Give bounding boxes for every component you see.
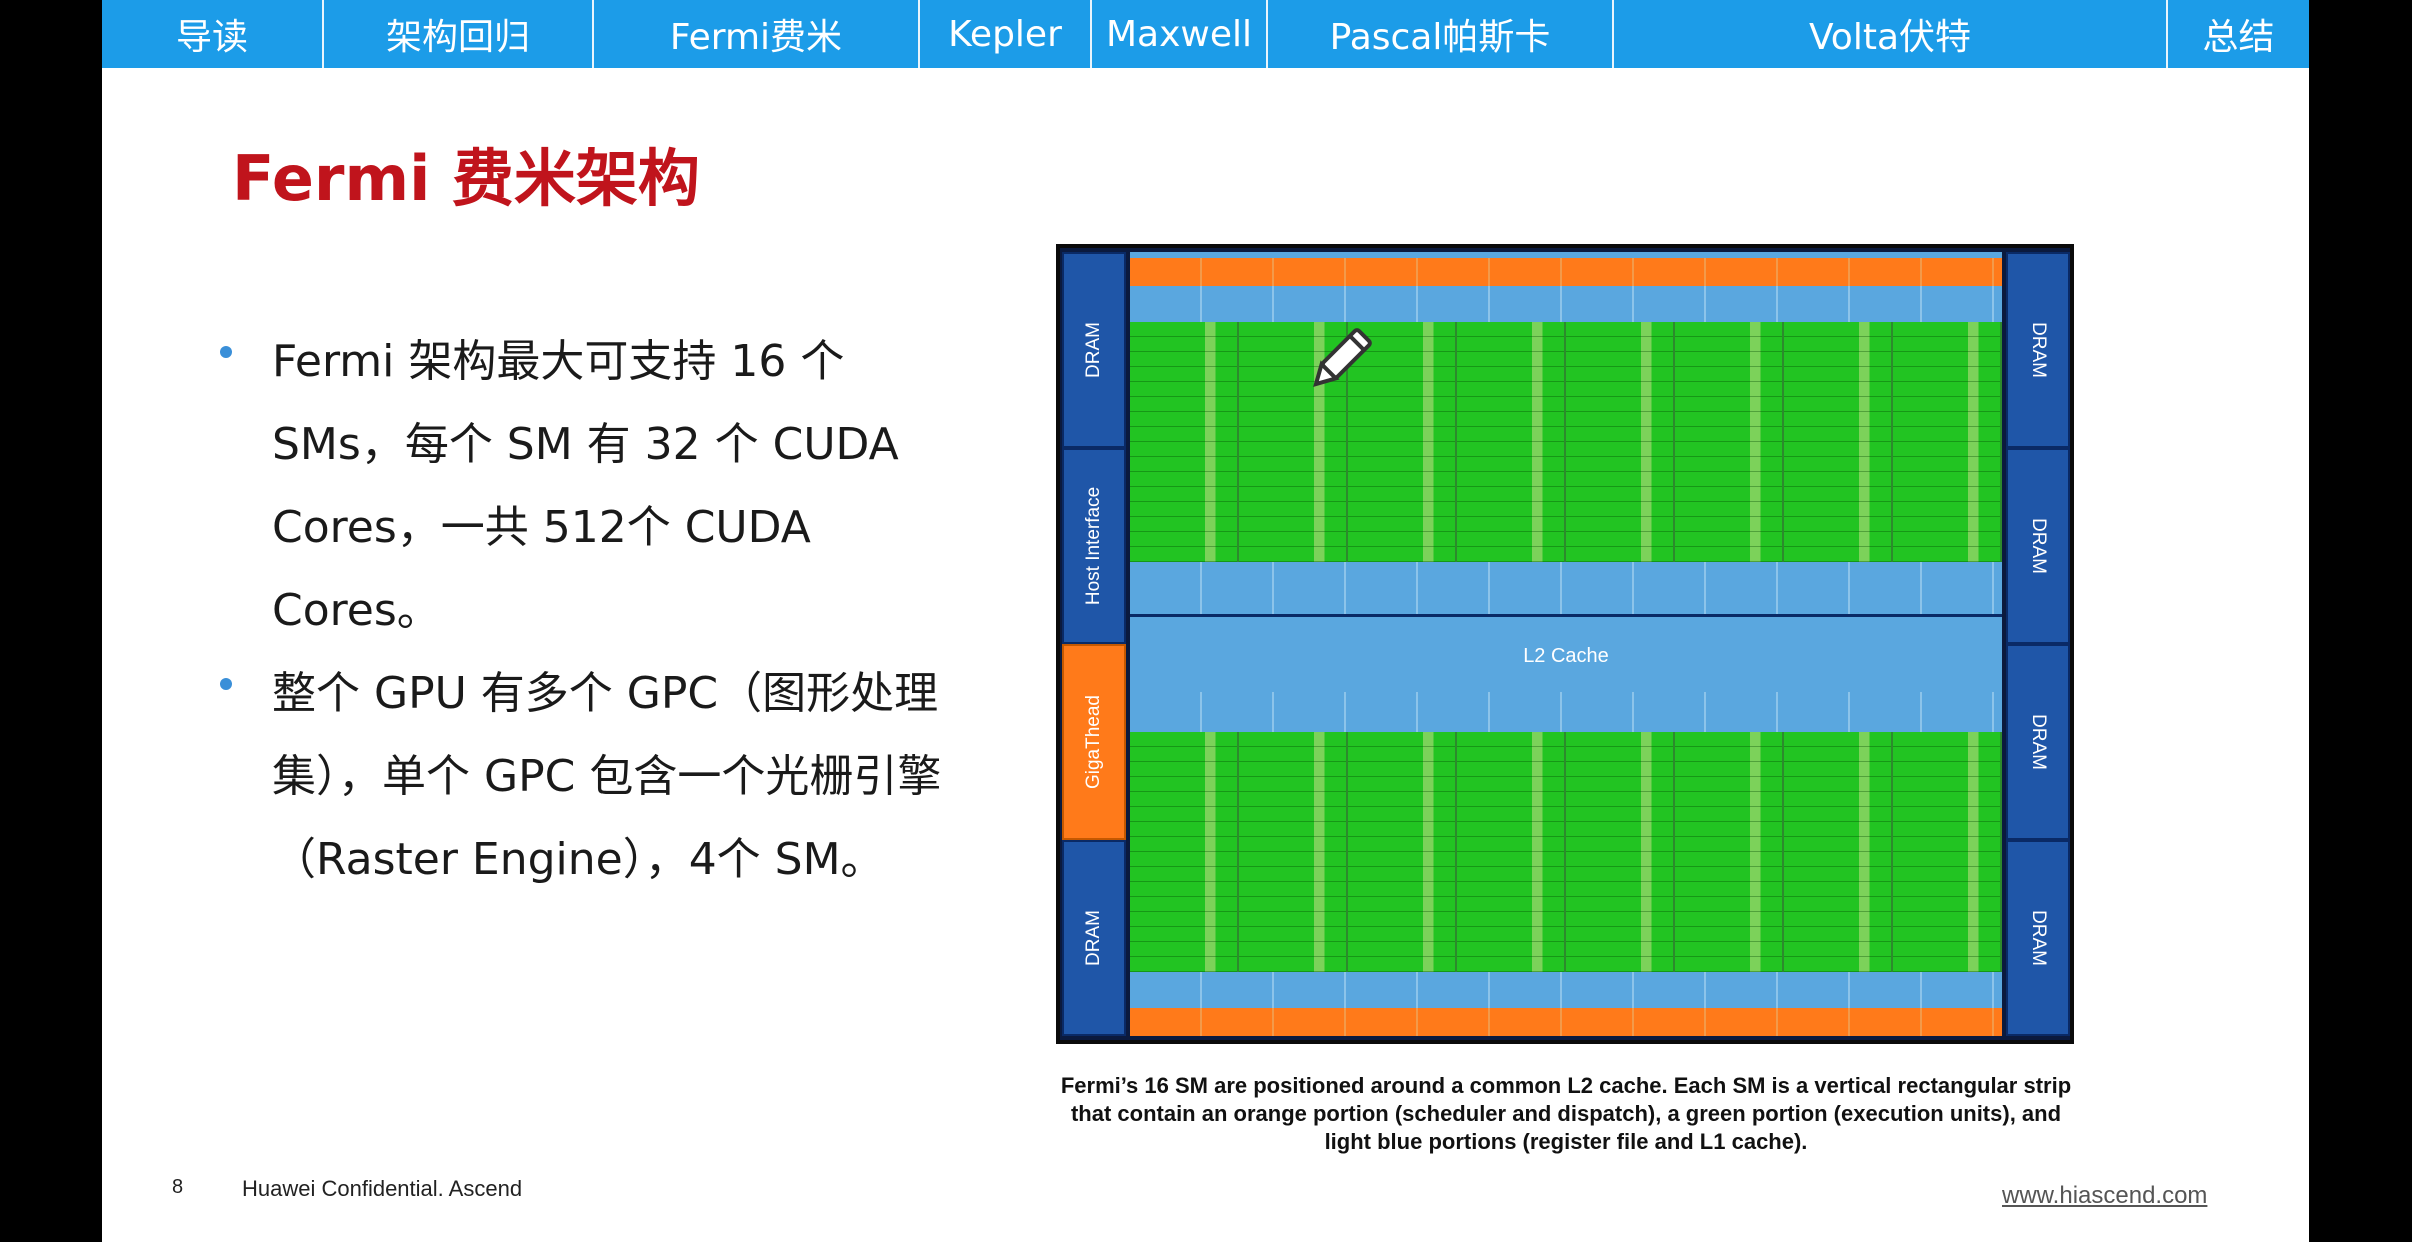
page-title: Fermi 费米架构: [232, 142, 700, 215]
bullet-dot: [220, 346, 232, 358]
register-band: [1130, 286, 2002, 322]
sm-strip: [1566, 322, 1675, 562]
bullet-item: 整个 GPU 有多个 GPC（图形处理集），单个 GPC 包含一个光栅引擎（Ra…: [220, 652, 960, 901]
confidential-notice: Huawei Confidential. Ascend: [242, 1176, 523, 1201]
right-side-column: DRAM DRAM DRAM DRAM: [2006, 252, 2070, 1036]
sm-strip: [1348, 732, 1457, 972]
tab-kepler[interactable]: Kepler: [920, 0, 1092, 68]
sm-strip: [1130, 322, 1239, 562]
sm-strip: [1675, 322, 1784, 562]
sm-strip: [1675, 732, 1784, 972]
bullet-list: Fermi 架构最大可支持 16 个 SMs，每个 SM 有 32 个 CUDA…: [220, 320, 960, 901]
sm-strip: [1239, 732, 1348, 972]
gigathread-label: GigaThead: [1083, 694, 1105, 790]
bullet-item: Fermi 架构最大可支持 16 个 SMs，每个 SM 有 32 个 CUDA…: [220, 320, 960, 652]
right-dram-label: DRAM: [2027, 518, 2049, 574]
l1-band: [1130, 692, 2002, 732]
gigathread-block: GigaThead: [1062, 644, 1126, 840]
left-dram-block: DRAM: [1062, 840, 1126, 1036]
right-dram-label: DRAM: [2027, 322, 2049, 378]
sm-strip: [1457, 322, 1566, 562]
sm-strip: [1566, 732, 1675, 972]
tab-summary[interactable]: 总结: [2202, 17, 2275, 58]
scheduler-strip: [1130, 1008, 2002, 1036]
left-dram-label: DRAM: [1082, 910, 1104, 966]
tab-maxwell[interactable]: Maxwell: [1092, 0, 1268, 68]
tab-volta[interactable]: Volta伏特: [1614, 0, 2168, 68]
host-interface-block: Host Interface: [1062, 448, 1126, 644]
l2-cache: L2 Cache: [1130, 614, 2002, 698]
host-interface-label: Host Interface: [1083, 486, 1104, 606]
left-dram-block: DRAM: [1062, 252, 1126, 448]
website-link[interactable]: www.hiascend.com: [2002, 1182, 2208, 1209]
tab-pascal[interactable]: Pascal帕斯卡: [1268, 0, 1614, 68]
execution-band: [1130, 322, 2002, 562]
sm-strip: [1784, 732, 1893, 972]
sm-array: L2 Cache: [1130, 252, 2002, 1036]
tab-architecture-review[interactable]: 架构回归: [324, 0, 594, 68]
page-number: 8: [172, 1176, 184, 1198]
right-dram-block: DRAM: [2006, 252, 2070, 448]
pencil-icon[interactable]: [1300, 320, 1380, 400]
sm-strip: [1348, 322, 1457, 562]
left-side-column: DRAM Host Interface GigaThead DRAM: [1062, 252, 1126, 1036]
bullet-text: 整个 GPU 有多个 GPC（图形处理集），单个 GPC 包含一个光栅引擎（Ra…: [272, 668, 942, 885]
fermi-die-diagram: DRAM Host Interface GigaThead DRAM L2 Ca…: [1056, 244, 2074, 1044]
execution-band: [1130, 732, 2002, 972]
tab-fermi[interactable]: Fermi费米: [594, 0, 920, 68]
right-dram-label: DRAM: [2027, 714, 2049, 770]
figure-caption: Fermi’s 16 SM are positioned around a co…: [1060, 1073, 2072, 1154]
sm-strip: [1893, 322, 2002, 562]
right-dram-block: DRAM: [2006, 644, 2070, 840]
register-band: [1130, 972, 2002, 1008]
slide: 导读 架构回归 Fermi费米 Kepler Maxwell Pascal帕斯卡…: [102, 0, 2309, 1242]
right-dram-label: DRAM: [2027, 910, 2049, 966]
sm-strip: [1130, 732, 1239, 972]
tab-intro[interactable]: 导读: [102, 0, 324, 68]
sm-strip: [1784, 322, 1893, 562]
sm-strip: [1893, 732, 2002, 972]
sm-strip: [1457, 732, 1566, 972]
scheduler-strip: [1130, 258, 2002, 286]
right-dram-block: DRAM: [2006, 840, 2070, 1036]
top-navigation-bar: 导读 架构回归 Fermi费米 Kepler Maxwell Pascal帕斯卡…: [102, 0, 2309, 68]
l1-band: [1130, 562, 2002, 614]
left-dram-label: DRAM: [1082, 322, 1104, 378]
bullet-text: Fermi 架构最大可支持 16 个 SMs，每个 SM 有 32 个 CUDA…: [272, 336, 899, 636]
right-dram-block: DRAM: [2006, 448, 2070, 644]
bullet-dot: [220, 678, 232, 690]
